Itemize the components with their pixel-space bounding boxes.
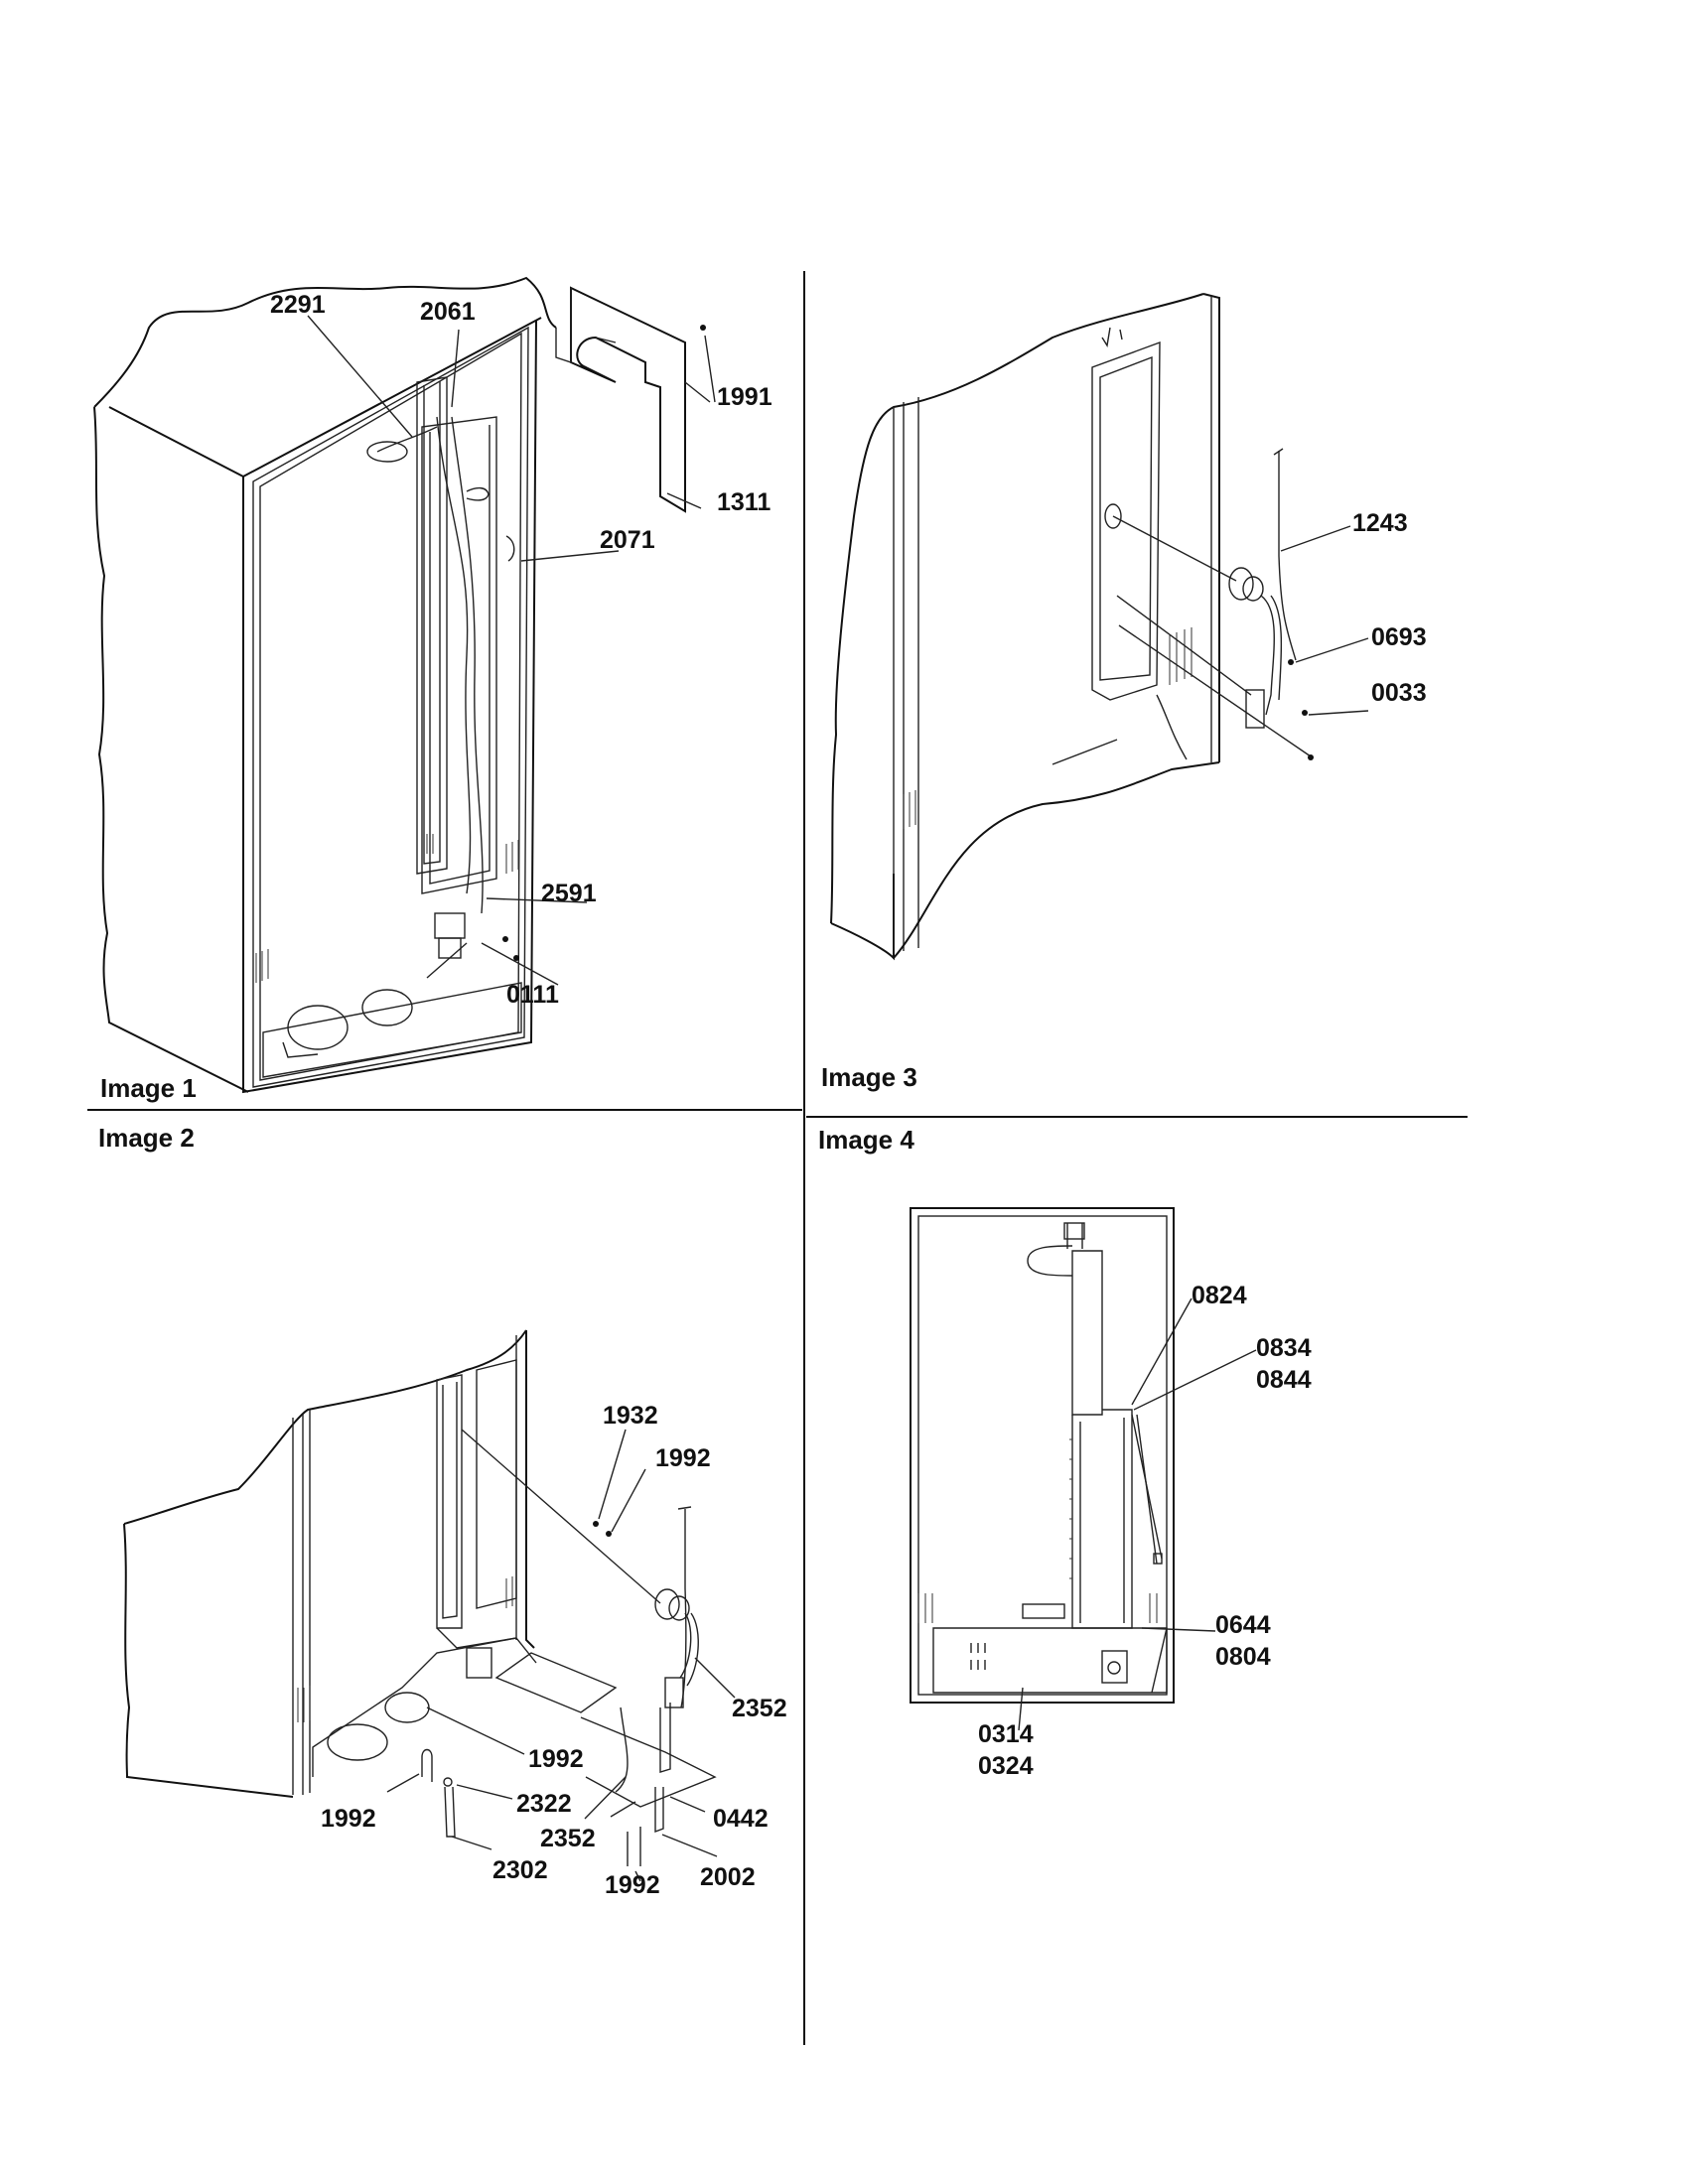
callout-0644: 0644 xyxy=(1215,1611,1271,1639)
callout-1992-d: 1992 xyxy=(605,1871,660,1899)
callout-2591: 2591 xyxy=(541,880,597,907)
callout-0314: 0314 xyxy=(978,1720,1034,1748)
callout-2352-b: 2352 xyxy=(540,1825,596,1852)
callout-2291: 2291 xyxy=(270,291,326,319)
image1-caption: Image 1 xyxy=(100,1073,197,1103)
callout-2322: 2322 xyxy=(516,1790,572,1818)
image3-refrigerator-back xyxy=(830,293,1369,961)
callout-0442: 0442 xyxy=(713,1805,769,1833)
callout-0824: 0824 xyxy=(1192,1282,1247,1309)
callout-2302: 2302 xyxy=(492,1856,548,1884)
callout-1992-b: 1992 xyxy=(528,1745,584,1773)
callout-0324: 0324 xyxy=(978,1752,1034,1780)
panel-dividers xyxy=(87,271,1468,2045)
image1-refrigerator-back xyxy=(93,276,716,1094)
callout-2352-a: 2352 xyxy=(732,1695,787,1722)
callout-2061: 2061 xyxy=(420,298,476,326)
image2-caption: Image 2 xyxy=(98,1123,195,1153)
callout-2071: 2071 xyxy=(600,526,655,554)
image4-cabinet-back xyxy=(910,1207,1257,1731)
callout-0111: 0111 xyxy=(506,981,559,1009)
callout-0834: 0834 xyxy=(1256,1334,1312,1362)
callout-1243: 1243 xyxy=(1352,509,1408,537)
callout-1932: 1932 xyxy=(603,1402,658,1430)
callout-1991: 1991 xyxy=(717,383,772,411)
callout-0844: 0844 xyxy=(1256,1366,1312,1394)
image3-caption: Image 3 xyxy=(821,1062,917,1092)
callout-0033: 0033 xyxy=(1371,679,1427,707)
callout-0693: 0693 xyxy=(1371,623,1427,651)
callout-1992-c: 1992 xyxy=(321,1805,376,1833)
callout-1992-a: 1992 xyxy=(655,1444,711,1472)
callout-2002: 2002 xyxy=(700,1863,756,1891)
image4-caption: Image 4 xyxy=(818,1125,914,1155)
image2-refrigerator-back xyxy=(123,1329,736,1882)
callout-0804: 0804 xyxy=(1215,1643,1271,1671)
callout-1311: 1311 xyxy=(717,488,772,516)
